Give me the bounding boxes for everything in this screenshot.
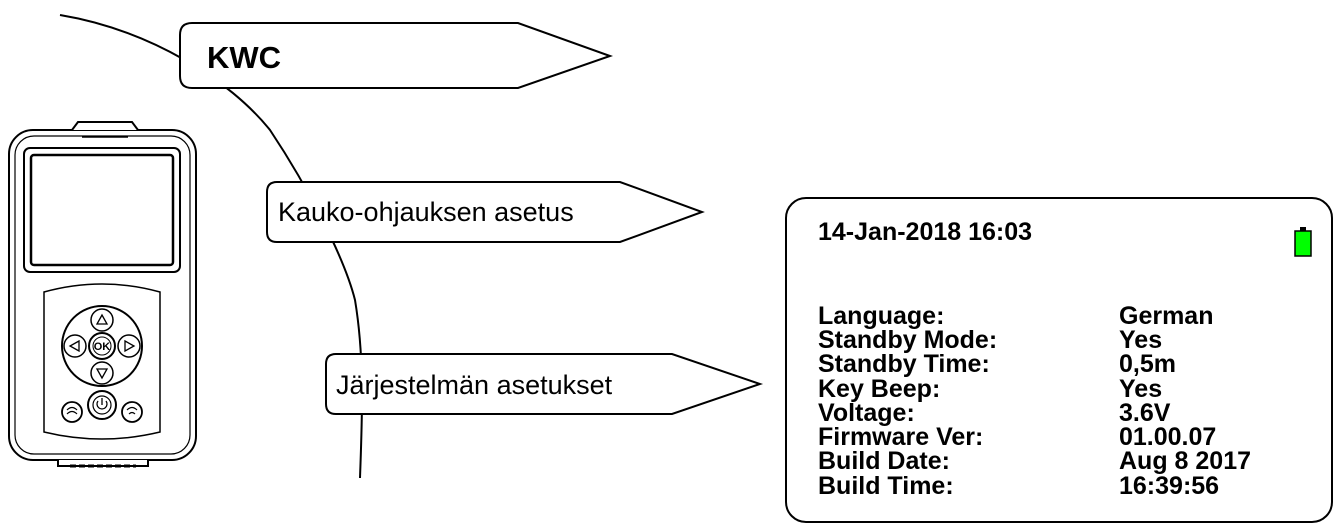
- list-item: Firmware Ver: 01.00.07: [818, 423, 1251, 452]
- setting-value: 16:39:56: [1119, 471, 1220, 500]
- menu-item-box-2: [325, 353, 764, 415]
- setting-value: Yes: [1119, 374, 1163, 403]
- right-function-icon[interactable]: [121, 401, 143, 423]
- up-arrow-icon[interactable]: [90, 308, 114, 332]
- setting-value: 0,5m: [1119, 350, 1176, 379]
- down-arrow-icon[interactable]: [90, 361, 114, 385]
- setting-label: Build Time:: [818, 471, 954, 500]
- list-item: Standby Time: 0,5m: [818, 350, 1251, 379]
- menu-item-system-settings[interactable]: Järjestelmän asetukset: [336, 370, 613, 400]
- power-icon[interactable]: [87, 390, 117, 420]
- setting-value: Yes: [1119, 325, 1163, 354]
- remote-control-device: OK: [8, 121, 197, 468]
- battery-icon: [1294, 227, 1312, 257]
- setting-label: Voltage:: [818, 398, 915, 427]
- setting-label: Language:: [818, 301, 945, 330]
- list-item: Voltage: 3.6V: [818, 398, 1251, 427]
- svg-text:OK: OK: [94, 341, 111, 353]
- lcd-datetime: 14-Jan-2018 16:03: [818, 218, 1033, 246]
- list-item: Standby Mode: Yes: [818, 325, 1251, 354]
- menu-item-box-1: [266, 181, 705, 243]
- setting-value: Aug 8 2017: [1119, 447, 1252, 476]
- root-menu-label: KWC: [207, 40, 282, 75]
- list-item: Language: German: [818, 301, 1251, 330]
- list-item: Build Time: 16:39:56: [818, 471, 1251, 500]
- list-item: Key Beep: Yes: [818, 374, 1251, 403]
- menu-item-remote-settings[interactable]: Kauko-ohjauksen asetus: [278, 197, 574, 227]
- ok-icon[interactable]: OK: [88, 332, 116, 360]
- list-item: Build Date: Aug 8 2017: [818, 447, 1252, 476]
- lcd-panel: [785, 197, 1333, 523]
- setting-label: Firmware Ver:: [818, 423, 984, 452]
- setting-value: 3.6V: [1119, 398, 1171, 427]
- setting-label: Build Date:: [818, 447, 950, 476]
- left-arrow-icon[interactable]: [63, 334, 87, 358]
- right-arrow-icon[interactable]: [117, 334, 141, 358]
- settings-list: Language: German Standby Mode: Yes Stand…: [818, 301, 1252, 500]
- setting-value: German: [1119, 301, 1214, 330]
- setting-label: Standby Mode:: [818, 325, 998, 354]
- setting-label: Key Beep:: [818, 374, 941, 403]
- setting-label: Standby Time:: [818, 350, 990, 379]
- root-menu-box: [179, 22, 614, 89]
- device-screen: [29, 153, 175, 267]
- left-function-icon[interactable]: [61, 401, 83, 423]
- setting-value: 01.00.07: [1119, 423, 1217, 452]
